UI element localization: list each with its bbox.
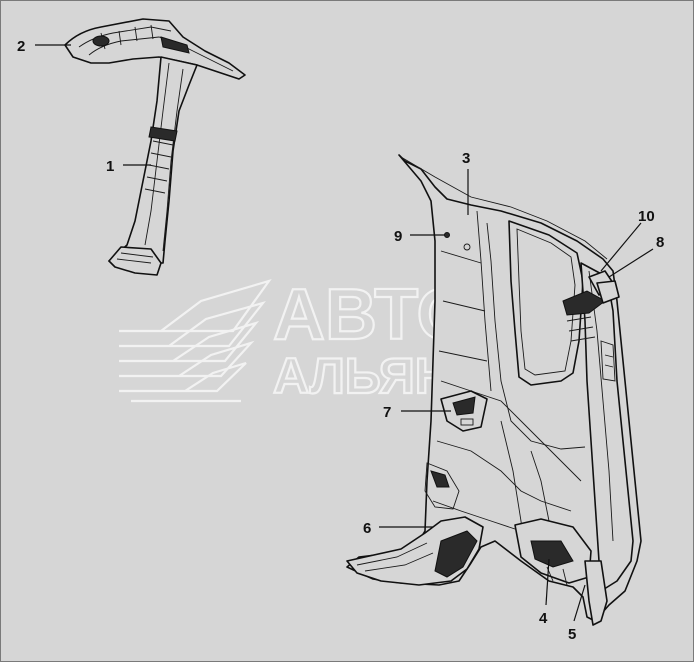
leader-5 bbox=[573, 584, 586, 622]
callout-4: 4 bbox=[539, 610, 548, 627]
part-3-quarter-panel bbox=[346, 154, 642, 622]
callout-1: 1 bbox=[106, 158, 114, 175]
part-6-scuff-plate bbox=[346, 462, 484, 586]
part-7-hook bbox=[440, 390, 488, 432]
callout-labels: 2 1 3 9 7 6 4 5 10 8 bbox=[17, 38, 664, 643]
callout-5: 5 bbox=[568, 626, 576, 643]
callout-2: 2 bbox=[17, 38, 25, 55]
leader-8 bbox=[608, 248, 654, 278]
part-2-upper-trim bbox=[64, 18, 246, 80]
callout-7: 7 bbox=[383, 404, 391, 421]
watermark-wings-icon bbox=[119, 279, 272, 403]
leader-lines bbox=[35, 44, 654, 622]
callout-9: 9 bbox=[394, 228, 402, 245]
callout-3: 3 bbox=[462, 150, 470, 167]
leader-4 bbox=[545, 558, 550, 606]
callout-6: 6 bbox=[363, 520, 371, 537]
callout-8: 8 bbox=[656, 234, 664, 251]
part-8-10-seals bbox=[588, 270, 620, 304]
part-4-5-lower-trim bbox=[514, 518, 608, 626]
part-1-pillar-trim bbox=[108, 56, 198, 276]
leader-10 bbox=[600, 222, 642, 272]
callout-10: 10 bbox=[638, 208, 655, 225]
